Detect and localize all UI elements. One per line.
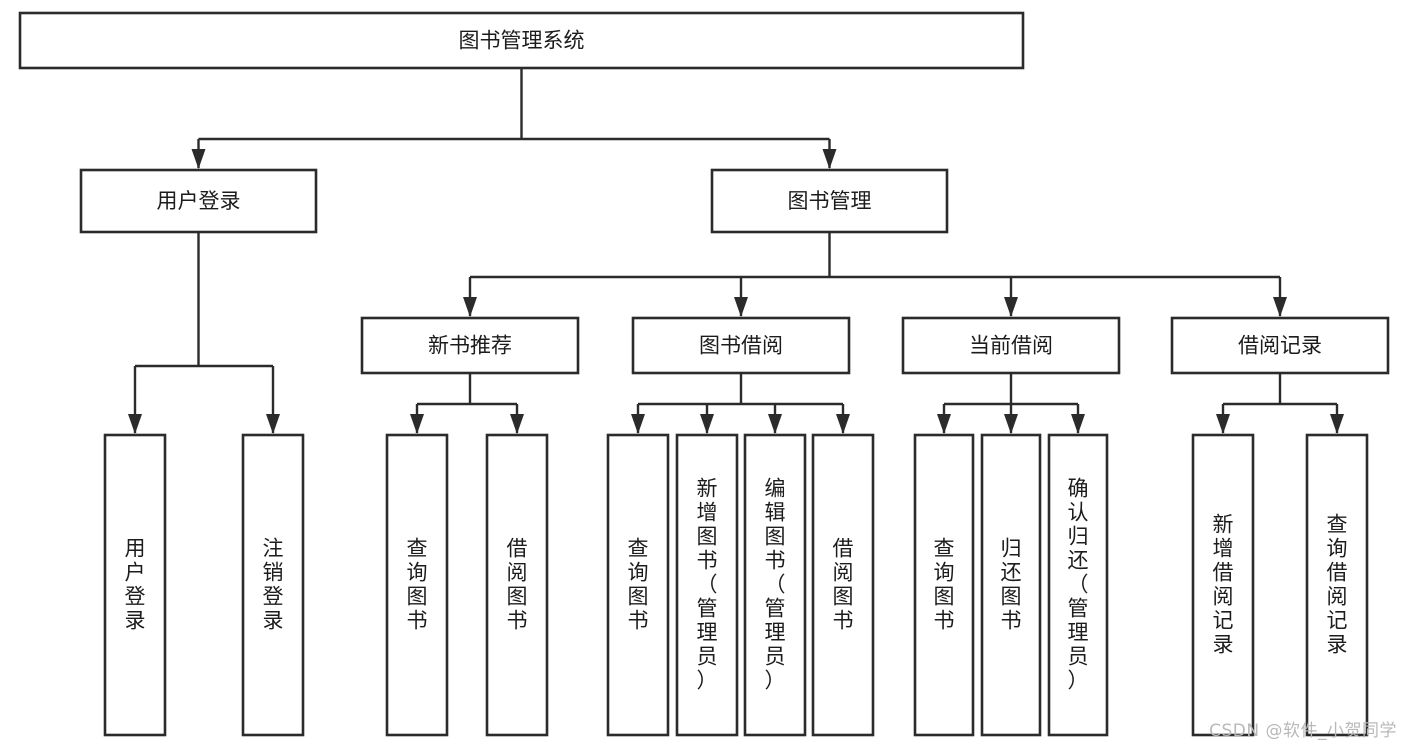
arrow-head-icon: [128, 414, 142, 434]
tree-node[interactable]: 图书管理: [710, 168, 949, 234]
node-box[interactable]: [1191, 433, 1255, 737]
tree-node[interactable]: 归还图书: [980, 433, 1042, 737]
node-label: 用户登录: [157, 189, 241, 213]
node-box[interactable]: [675, 433, 739, 737]
node-box[interactable]: [385, 433, 449, 737]
node-box[interactable]: [913, 433, 975, 737]
tree-node[interactable]: 查询图书: [385, 433, 449, 737]
arrow-head-icon: [1216, 414, 1230, 434]
node-label: 查询借阅记录: [1327, 513, 1348, 657]
connector-layer: [128, 68, 1344, 434]
arrow-head-icon: [734, 297, 748, 317]
arrow-head-icon: [836, 414, 850, 434]
node-box[interactable]: [606, 433, 670, 737]
tree-node[interactable]: 图书借阅: [631, 316, 851, 375]
arrow-head-icon: [768, 414, 782, 434]
arrow-head-icon: [822, 149, 837, 169]
arrow-head-icon: [937, 414, 951, 434]
arrow-head-icon: [1071, 414, 1085, 434]
node-box[interactable]: [743, 433, 807, 737]
tree-node[interactable]: 注销登录: [241, 433, 305, 737]
node-box[interactable]: [980, 433, 1042, 737]
tree-node[interactable]: 编辑图书（管理员）: [743, 433, 807, 737]
tree-node[interactable]: 查询借阅记录: [1305, 433, 1369, 737]
arrow-head-icon: [191, 149, 206, 169]
arrow-head-icon: [1273, 297, 1287, 317]
tree-node[interactable]: 查询图书: [913, 433, 975, 737]
arrow-head-icon: [1004, 414, 1018, 434]
node-label: 图书管理系统: [459, 29, 585, 53]
tree-node[interactable]: 查询图书: [606, 433, 670, 737]
arrow-head-icon: [266, 414, 280, 434]
node-label: 查询图书: [934, 537, 955, 633]
node-label: 查询图书: [407, 537, 428, 633]
node-box[interactable]: [360, 316, 580, 375]
node-label: 借阅图书: [507, 537, 528, 633]
tree-node[interactable]: 借阅记录: [1170, 316, 1390, 375]
node-label: 借阅图书: [833, 537, 854, 633]
tree-node[interactable]: 图书管理系统: [18, 11, 1025, 70]
tree-node[interactable]: 当前借阅: [901, 316, 1121, 375]
tree-node[interactable]: 新书推荐: [360, 316, 580, 375]
tree-node[interactable]: 用户登录: [103, 433, 167, 737]
node-box[interactable]: [241, 433, 305, 737]
node-label: 查询图书: [628, 537, 649, 633]
node-label: 新增借阅记录: [1213, 513, 1234, 657]
tree-node[interactable]: 借阅图书: [811, 433, 875, 737]
node-label: 用户登录: [125, 537, 146, 633]
node-box[interactable]: [1047, 433, 1109, 737]
node-box[interactable]: [1305, 433, 1369, 737]
arrow-head-icon: [631, 414, 645, 434]
arrow-head-icon: [510, 414, 524, 434]
arrow-head-icon: [1004, 297, 1018, 317]
node-box[interactable]: [18, 11, 1025, 70]
node-label: 图书管理: [788, 189, 872, 213]
node-label: 注销登录: [263, 537, 284, 633]
node-box[interactable]: [1170, 316, 1390, 375]
node-label: 当前借阅: [969, 334, 1053, 358]
node-box[interactable]: [631, 316, 851, 375]
arrow-head-icon: [1330, 414, 1344, 434]
node-label: 归还图书: [1001, 537, 1022, 633]
node-box[interactable]: [811, 433, 875, 737]
node-label: 新书推荐: [428, 334, 512, 358]
node-layer: 图书管理系统用户登录图书管理新书推荐图书借阅当前借阅借阅记录用户登录注销登录查询…: [18, 11, 1390, 737]
node-box[interactable]: [103, 433, 167, 737]
node-label: 确认归还（管理员）: [1068, 477, 1089, 693]
node-box[interactable]: [710, 168, 949, 234]
node-label: 新增图书（管理员）: [697, 477, 718, 693]
arrow-head-icon: [700, 414, 714, 434]
tree-node[interactable]: 新增图书（管理员）: [675, 433, 739, 737]
node-box[interactable]: [79, 168, 318, 234]
arrow-head-icon: [410, 414, 424, 434]
node-box[interactable]: [901, 316, 1121, 375]
node-label: 图书借阅: [699, 334, 783, 358]
node-label: 编辑图书（管理员）: [765, 477, 786, 693]
node-box[interactable]: [485, 433, 549, 737]
tree-node[interactable]: 借阅图书: [485, 433, 549, 737]
tree-node[interactable]: 新增借阅记录: [1191, 433, 1255, 737]
tree-node[interactable]: 确认归还（管理员）: [1047, 433, 1109, 737]
node-label: 借阅记录: [1238, 334, 1322, 358]
arrow-head-icon: [463, 297, 477, 317]
tree-node[interactable]: 用户登录: [79, 168, 318, 234]
